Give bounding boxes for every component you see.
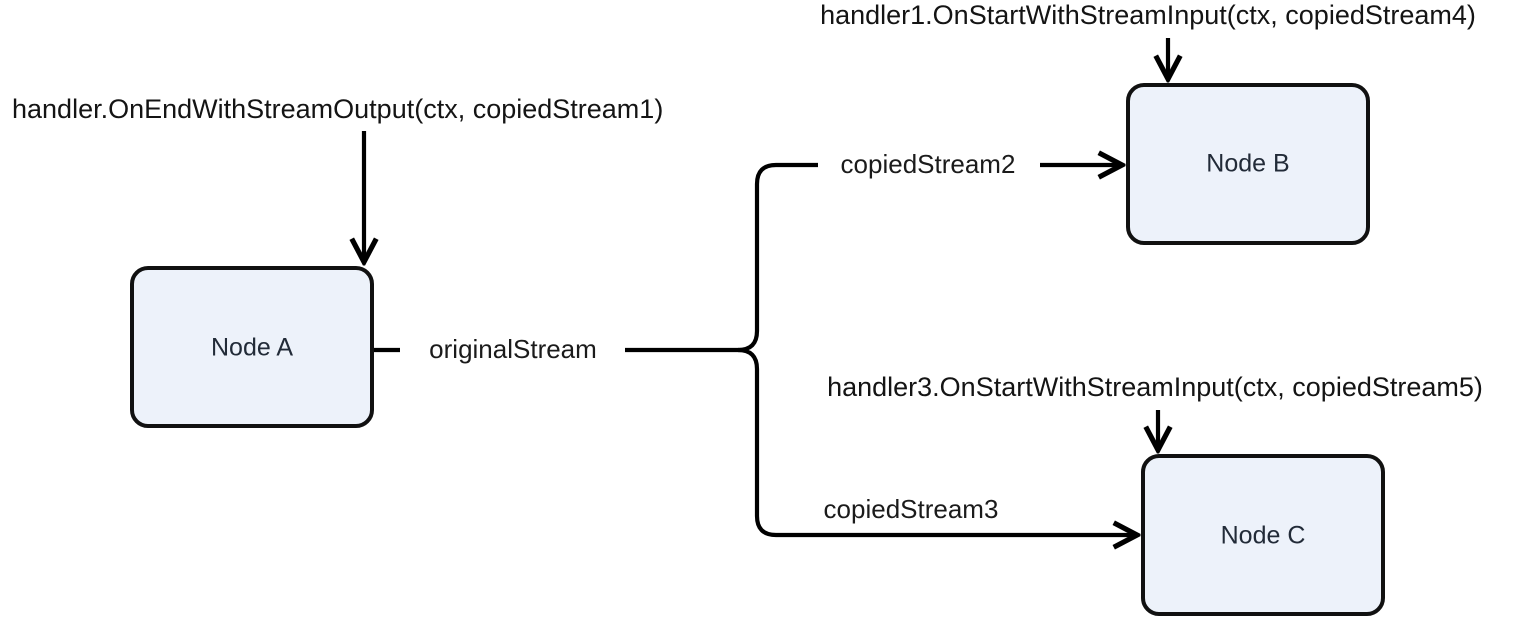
edge-label-copied-stream-3: copiedStream3 — [824, 494, 999, 524]
handler-label-node-c: handler3.OnStartWithStreamInput(ctx, cop… — [827, 372, 1483, 402]
handler-label-node-a: handler.OnEndWithStreamOutput(ctx, copie… — [12, 94, 663, 124]
node-c-group[interactable]: Node C — [1141, 454, 1385, 616]
node-b-group[interactable]: Node B — [1126, 83, 1370, 245]
node-b-label: Node B — [1206, 150, 1289, 178]
node-b-box[interactable] — [1126, 83, 1370, 245]
node-a-box[interactable] — [130, 266, 374, 428]
node-a-label: Node A — [211, 334, 293, 362]
node-a-group[interactable]: Node A — [130, 266, 374, 428]
handler-label-node-b: handler1.OnStartWithStreamInput(ctx, cop… — [820, 0, 1476, 30]
edge-label-original-stream: originalStream — [429, 334, 597, 364]
split-branch-lower — [737, 347, 1137, 535]
node-c-label: Node C — [1221, 522, 1306, 550]
split-branch-upper — [737, 162, 818, 353]
edge-label-copied-stream-2: copiedStream2 — [841, 149, 1016, 179]
node-c-box[interactable] — [1141, 454, 1385, 616]
